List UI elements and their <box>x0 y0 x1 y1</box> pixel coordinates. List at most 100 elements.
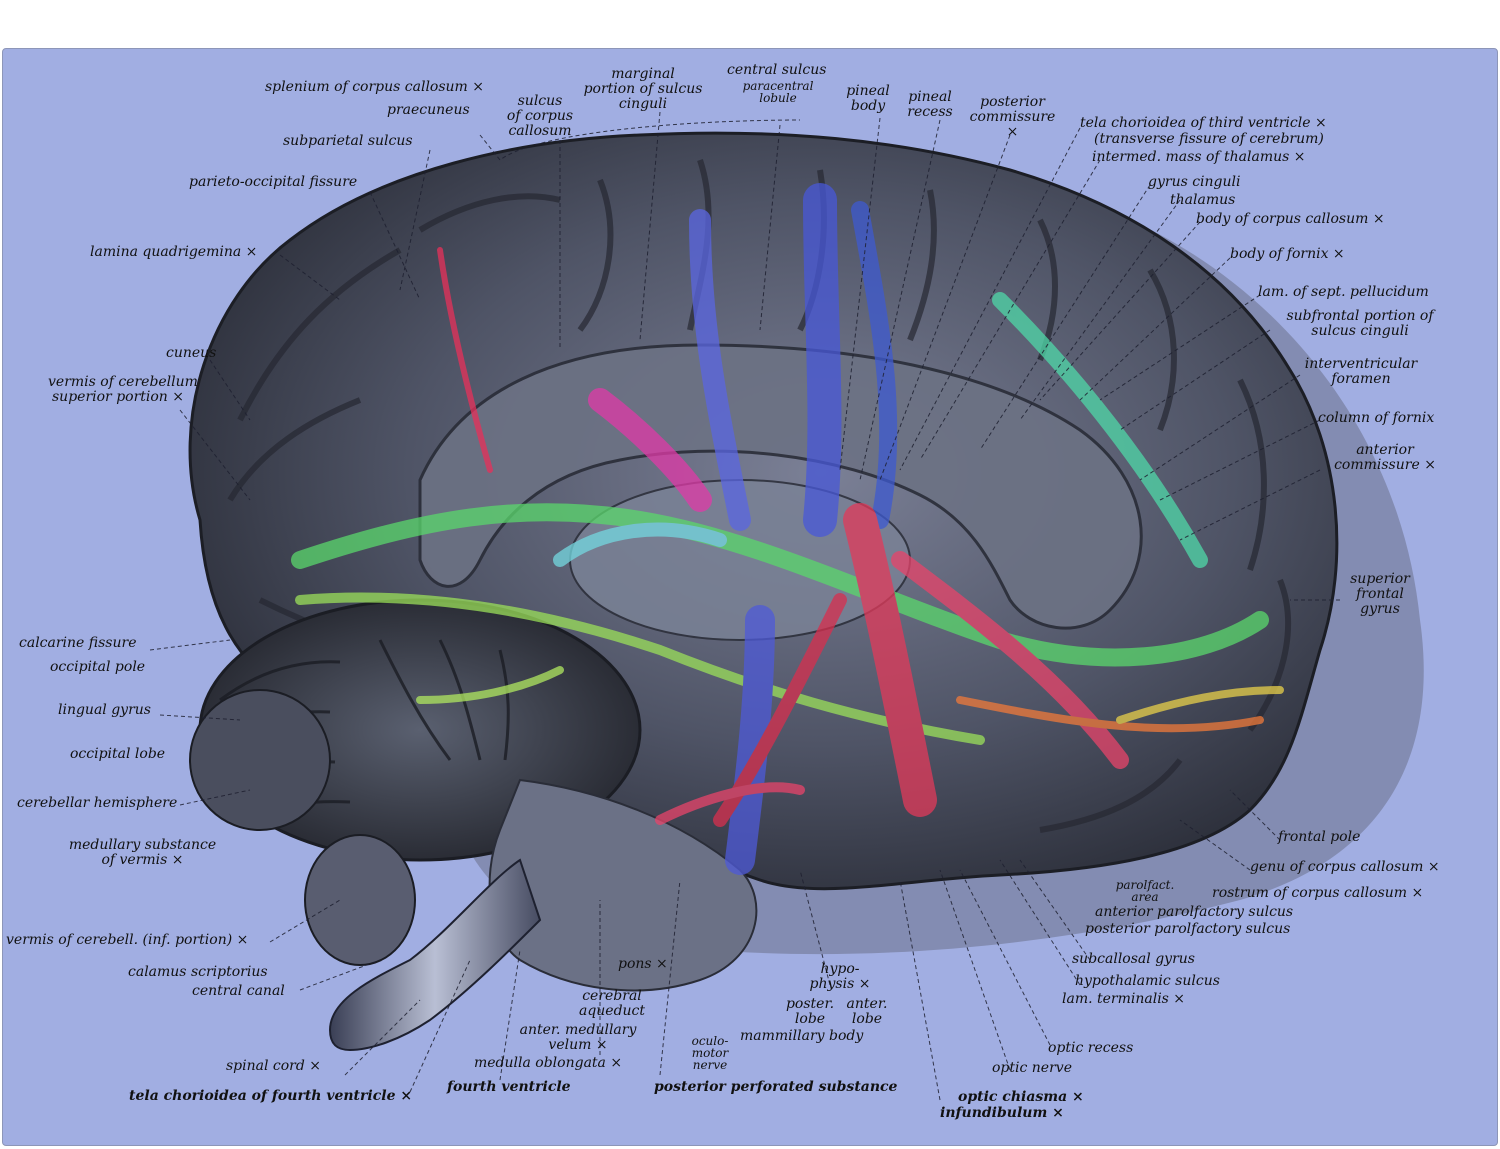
label-line: commissure × <box>1334 457 1436 473</box>
label-line: motor <box>691 1046 729 1060</box>
label-line: lobe <box>851 1011 883 1027</box>
label-interventricular-foramen: interventricular foramen <box>1296 357 1426 387</box>
label-hypothalamic-sulcus: hypothalamic sulcus <box>1075 973 1220 989</box>
label-poster-lobe: poster. lobe <box>780 997 840 1027</box>
label-occipital-pole: occipital pole <box>50 659 146 675</box>
label-subparietal-sulcus: subparietal sulcus <box>283 133 413 149</box>
label-line: hypo- <box>820 961 860 977</box>
label-line: medullary substance <box>68 837 217 853</box>
label-superior-frontal-gyrus: superior frontal gyrus <box>1340 572 1420 617</box>
spinal-cord <box>328 858 542 1052</box>
label-anterior-parolfactory: anterior parolfactory sulcus <box>1095 904 1294 920</box>
label-line: recess <box>907 104 953 120</box>
label-optic-nerve: optic nerve <box>992 1060 1072 1076</box>
label-line: pineal <box>908 89 952 105</box>
label-line: sulcus cinguli <box>1311 323 1409 339</box>
label-line: lobe <box>794 1011 826 1027</box>
label-line: interventricular <box>1304 356 1418 372</box>
label-line: of corpus <box>506 108 574 124</box>
label-medulla-oblongata: medulla oblongata × <box>474 1055 623 1071</box>
label-body-fornix: body of fornix × <box>1230 246 1345 262</box>
label-mammillary-body: mammillary body <box>740 1028 864 1044</box>
label-line: anterior <box>1356 442 1414 458</box>
label-line: physis × <box>809 976 871 992</box>
label-line: velum × <box>548 1037 608 1053</box>
label-line: superior <box>1350 571 1410 587</box>
label-line: gyrus <box>1360 601 1400 617</box>
label-subcallosal-gyrus: subcallosal gyrus <box>1072 951 1195 967</box>
label-calamus-scriptorius: calamus scriptorius <box>128 964 268 980</box>
label-genu-corpus-callosum: genu of corpus callosum × <box>1250 859 1440 875</box>
label-line: cerebral <box>582 988 642 1004</box>
leader-lines <box>149 111 1340 1101</box>
label-optic-chiasma: optic chiasma × <box>958 1089 1084 1105</box>
label-paracentral-lobule: paracentral lobule <box>738 80 818 104</box>
label-line: aqueduct <box>578 1003 646 1019</box>
corpus-callosum <box>418 343 1143 630</box>
medulla-lower <box>304 834 416 966</box>
label-line: oculo- <box>691 1034 729 1048</box>
label-line: pineal <box>846 83 890 99</box>
label-line: vermis of cerebellum <box>48 374 198 390</box>
label-line: subfrontal portion of <box>1286 308 1434 324</box>
label-line: area <box>1131 890 1159 904</box>
label-infundibulum: infundibulum × <box>940 1105 1064 1121</box>
label-cerebral-aqueduct: cerebral aqueduct <box>572 989 652 1019</box>
label-subfrontal-portion: subfrontal portion of sulcus cinguli <box>1270 309 1450 339</box>
label-posterior-commissure: posterior commissure × <box>965 95 1060 140</box>
label-pineal-recess: pineal recess <box>900 90 960 120</box>
label-vermis-inferior: vermis of cerebell. (inf. portion) × <box>6 932 249 948</box>
label-occipital-lobe: occipital lobe <box>70 746 166 762</box>
label-central-sulcus: central sulcus <box>727 62 827 78</box>
label-line: body <box>850 98 886 114</box>
label-pons: pons × <box>618 956 668 972</box>
label-column-fornix: column of fornix <box>1318 410 1435 426</box>
label-line: portion of sulcus <box>583 81 703 97</box>
label-posterior-perforated: posterior perforated substance <box>654 1079 898 1095</box>
label-line: paracentral <box>742 79 814 93</box>
label-tela-third-ventricle: tela chorioidea of third ventricle × <box>1080 115 1327 131</box>
label-optic-recess: optic recess <box>1048 1040 1134 1056</box>
label-lingual-gyrus: lingual gyrus <box>58 702 151 718</box>
label-parolfact-area: parolfact. area <box>1105 879 1185 903</box>
label-line: callosum <box>508 123 572 139</box>
label-fourth-ventricle: fourth ventricle <box>447 1079 571 1095</box>
label-gyrus-cinguli: gyrus cinguli <box>1148 174 1241 190</box>
label-posterior-parolfactory: posterior parolfactory sulcus <box>1085 921 1291 937</box>
label-marginal-portion: marginal portion of sulcus cinguli <box>578 67 708 112</box>
label-calcarine-fissure: calcarine fissure <box>19 635 137 651</box>
label-spinal-cord: spinal cord × <box>226 1058 322 1074</box>
label-sept-pellucidum: lam. of sept. pellucidum <box>1258 284 1429 300</box>
label-line: lobule <box>759 91 797 105</box>
label-splenium: splenium of corpus callosum × <box>265 79 485 95</box>
label-line: poster. <box>785 996 835 1012</box>
label-line: marginal <box>611 66 675 82</box>
label-praecuneus: praecuneus <box>387 102 470 118</box>
label-frontal-pole: frontal pole <box>1278 829 1361 845</box>
label-medullary-substance: medullary substance of vermis × <box>60 838 225 868</box>
label-transverse-fissure: (transverse fissure of cerebrum) <box>1094 131 1324 147</box>
label-rostrum-corpus-callosum: rostrum of corpus callosum × <box>1212 885 1424 901</box>
label-thalamus: thalamus <box>1170 192 1236 208</box>
label-line: anter. medullary <box>519 1022 637 1038</box>
label-line: cinguli <box>618 96 668 112</box>
label-line: of vermis × <box>101 852 184 868</box>
label-line: superior portion × <box>52 389 185 405</box>
label-anterior-commissure: anterior commissure × <box>1325 443 1445 473</box>
label-line: commissure <box>969 109 1056 125</box>
label-lamina-quadrigemina: lamina quadrigemina × <box>90 244 258 260</box>
label-hypophysis: hypo- physis × <box>800 962 880 992</box>
label-line: × <box>1006 124 1019 140</box>
cerebellar-hemisphere-lower <box>189 689 331 831</box>
label-sulcus-corpus-callosum: sulcus of corpus callosum <box>500 94 580 139</box>
label-oculomotor-nerve: oculo- motor nerve <box>682 1035 738 1071</box>
label-line: anter. <box>846 996 888 1012</box>
label-lam-terminalis: lam. terminalis × <box>1062 991 1186 1007</box>
label-parieto-occipital: parieto-occipital fissure <box>189 174 358 190</box>
label-anter-lobe: anter. lobe <box>842 997 892 1027</box>
label-central-canal: central canal <box>192 983 285 999</box>
label-line: frontal <box>1356 586 1404 602</box>
label-anter-medullary-velum: anter. medullary velum × <box>508 1023 648 1053</box>
label-line: parolfact. <box>1115 878 1175 892</box>
label-cuneus: cuneus <box>166 345 217 361</box>
